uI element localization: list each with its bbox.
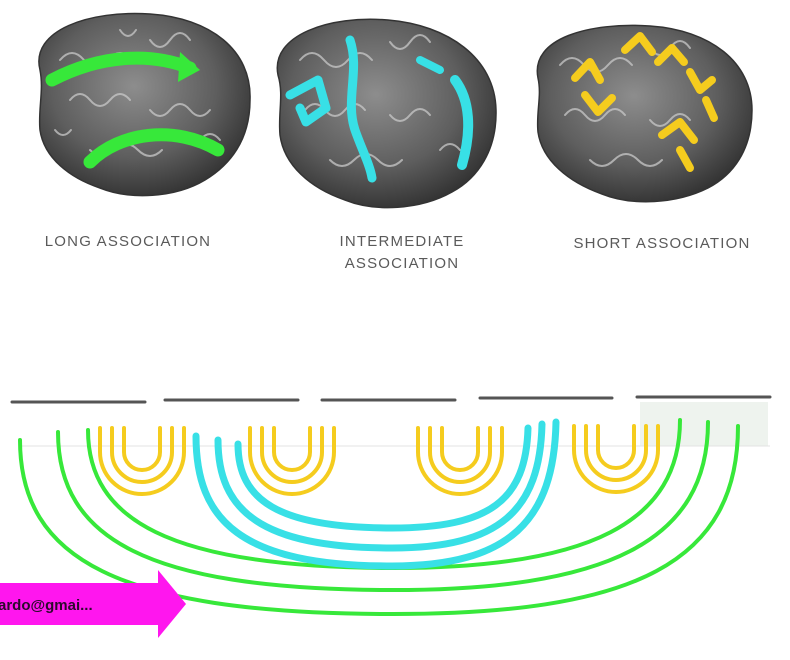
brain-long-association xyxy=(38,12,251,197)
intermediate-fiber-occipital xyxy=(416,56,444,74)
label-long-association: LONG ASSOCIATION xyxy=(45,233,211,250)
watermark-email-text: ardo@gmai... xyxy=(0,597,93,614)
u-fiber-3 xyxy=(416,426,504,496)
email-watermark-arrow: ardo@gmai... xyxy=(0,570,186,638)
brain-illustrations xyxy=(38,12,753,209)
long-fiber-upper xyxy=(45,51,197,87)
u-fiber-4 xyxy=(572,424,660,494)
long-fiber-upper-head xyxy=(178,52,200,82)
intermediate-arc-inner xyxy=(234,424,532,532)
long-arc-outer xyxy=(18,424,740,617)
label-intermediate-line2: ASSOCIATION xyxy=(345,255,460,272)
cortex-segments xyxy=(10,395,772,404)
panel-labels: LONG ASSOCIATION INTERMEDIATE ASSOCIATIO… xyxy=(45,233,750,272)
long-arc-middle xyxy=(56,420,710,593)
label-short-association: SHORT ASSOCIATION xyxy=(573,235,750,252)
arrow-right-icon xyxy=(0,570,186,638)
brain-short-association xyxy=(536,24,753,203)
intermediate-fiber-central xyxy=(345,35,377,183)
intermediate-arc-middle xyxy=(214,420,546,552)
intermediate-fiber-parietal xyxy=(450,75,474,170)
label-intermediate-line1: INTERMEDIATE xyxy=(340,233,465,250)
short-fibers xyxy=(571,32,718,172)
intermediate-fiber-frontal xyxy=(285,75,331,127)
long-fiber-lower xyxy=(83,128,225,169)
fiber-schematic xyxy=(10,395,772,617)
intermediate-association-arcs xyxy=(192,418,560,570)
u-fiber-2 xyxy=(248,426,336,496)
brain-outline xyxy=(536,24,753,203)
intermediate-arc-outer xyxy=(192,418,560,570)
faint-cortex-block xyxy=(640,402,768,446)
brain-outline xyxy=(38,12,251,197)
short-association-u-fibers xyxy=(98,424,660,496)
u-fiber-1 xyxy=(98,426,186,496)
brain-intermediate-association xyxy=(276,18,497,209)
